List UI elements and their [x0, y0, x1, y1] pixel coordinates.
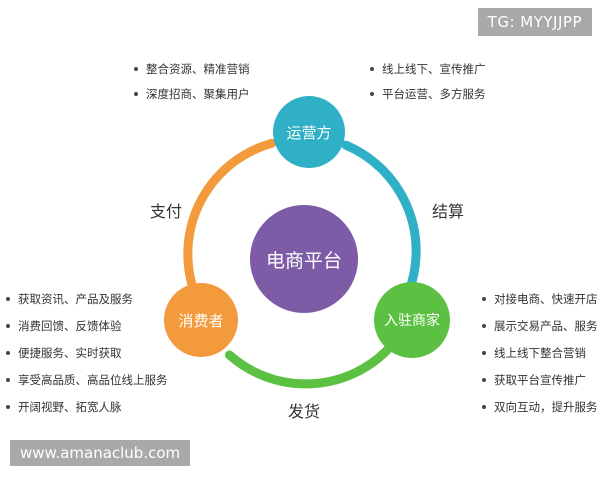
edge-label-payment: 支付	[150, 202, 183, 221]
list-item: 展示交易产品、服务	[480, 319, 598, 333]
list-item: 深度招商、聚集用户	[132, 87, 250, 101]
merchant-points: 对接电商、快速开店 展示交易产品、服务 线上线下整合营销 获取平台宣传推广 双向…	[480, 292, 598, 427]
list-item: 整合资源、精准营销	[132, 62, 250, 76]
consumer-points: 获取资讯、产品及服务 消费回馈、反馈体验 便捷服务、实时获取 享受高品质、高品位…	[4, 292, 168, 427]
list-item: 消费回馈、反馈体验	[4, 319, 168, 333]
list-item: 双向互动，提升服务	[480, 400, 598, 414]
arc-left-top	[183, 138, 277, 288]
list-item: 对接电商、快速开店	[480, 292, 598, 306]
operator-points-right: 线上线下、宣传推广 平台运营、多方服务	[368, 62, 486, 112]
list-item: 获取资讯、产品及服务	[4, 292, 168, 306]
list-item: 开阔视野、拓宽人脉	[4, 400, 168, 414]
watermark-top-right: TG: MYYJJPP	[477, 8, 592, 36]
node-operator-label: 运营方	[286, 123, 332, 142]
list-item: 线上线下整合营销	[480, 346, 598, 360]
edge-label-delivery: 发货	[288, 402, 321, 421]
node-consumer-label: 消费者	[178, 311, 224, 330]
list-item: 便捷服务、实时获取	[4, 346, 168, 360]
operator-points-left: 整合资源、精准营销 深度招商、聚集用户	[132, 62, 250, 112]
node-merchant: 入驻商家	[374, 282, 450, 358]
watermark-bottom-left: www.amanaclub.com	[10, 440, 191, 466]
list-item: 平台运营、多方服务	[368, 87, 486, 101]
node-operator: 运营方	[273, 96, 345, 168]
center-node-label: 电商平台	[265, 249, 342, 272]
node-consumer: 消费者	[164, 283, 238, 357]
list-item: 线上线下、宣传推广	[368, 62, 486, 76]
arc-top-right	[341, 140, 421, 288]
node-merchant-label: 入驻商家	[384, 313, 440, 329]
center-node-ecommerce-platform: 电商平台	[250, 205, 358, 313]
list-item: 享受高品质、高品位线上服务	[4, 373, 168, 387]
list-item: 获取平台宣传推广	[480, 373, 598, 387]
edge-label-settlement: 结算	[432, 202, 465, 221]
arc-right-left	[225, 344, 393, 389]
